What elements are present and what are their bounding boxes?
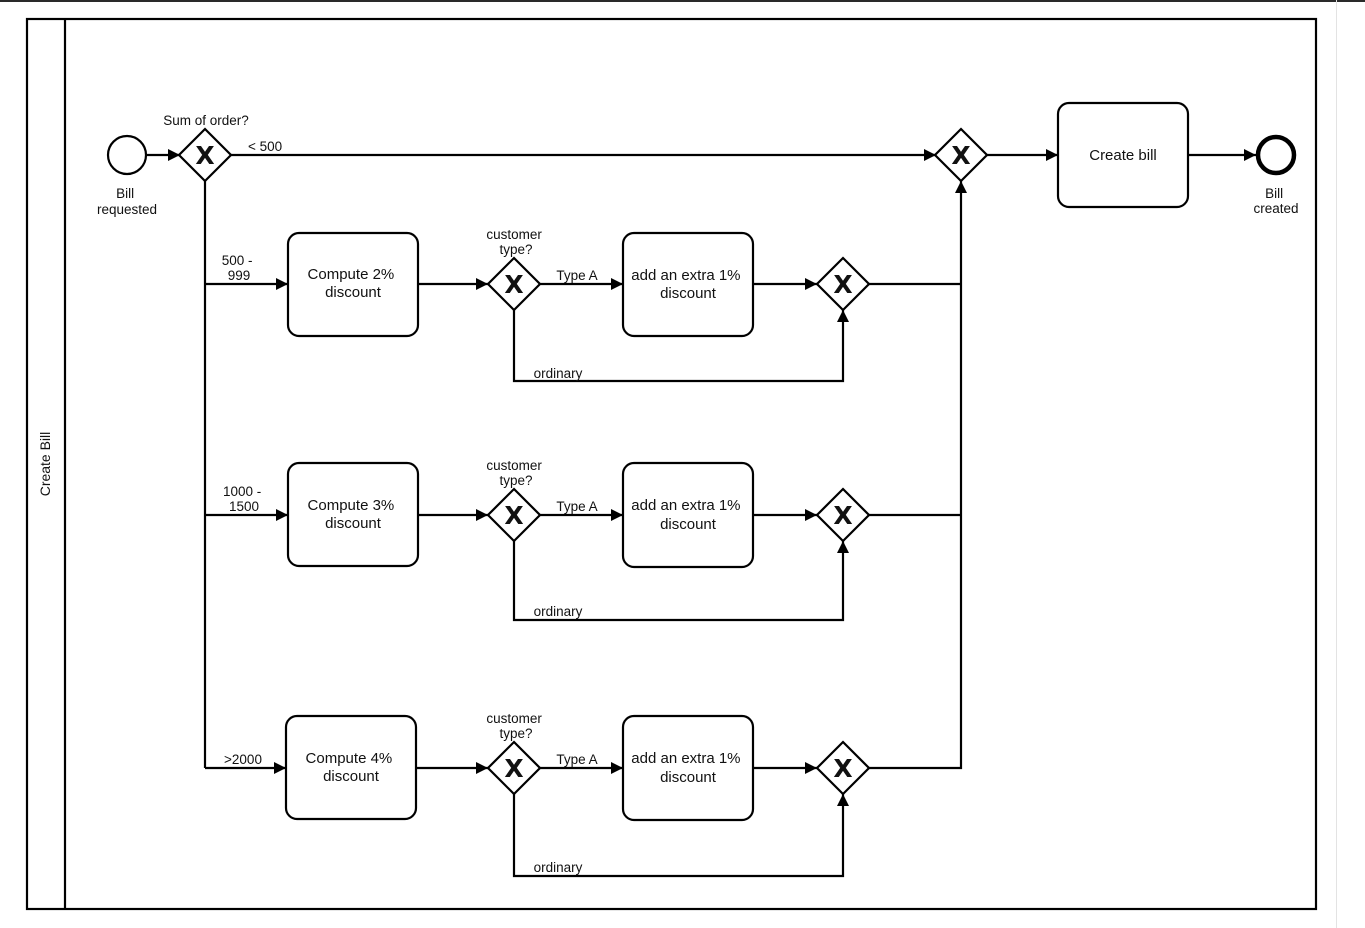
flow-label-ordinary-3: ordinary bbox=[534, 860, 583, 875]
start-event[interactable] bbox=[106, 134, 148, 176]
gateway-x-icon: X bbox=[833, 270, 852, 299]
flow-label-500-999: 500 - 999 bbox=[222, 253, 257, 283]
gateway-x-icon: X bbox=[195, 141, 214, 170]
gateway-customer-type-1-label: customer type? bbox=[486, 227, 545, 257]
flow-label-typeA-2: Type A bbox=[556, 499, 597, 514]
exclusive-gateway-merge-3[interactable]: X bbox=[815, 740, 871, 796]
task-extra-discount-3-label: add an extra 1% discount bbox=[631, 750, 744, 786]
exclusive-gateway-customer-type-2[interactable]: X bbox=[486, 487, 542, 543]
task-extra-discount-2-label: add an extra 1% discount bbox=[631, 497, 744, 533]
exclusive-gateway-sum[interactable]: X bbox=[177, 127, 233, 183]
canvas-right-edge bbox=[1336, 0, 1337, 928]
window-top-border bbox=[0, 0, 1365, 2]
exclusive-gateway-customer-type-1[interactable]: X bbox=[486, 256, 542, 312]
sequence-flows bbox=[147, 149, 1256, 878]
task-compute-4-discount-label: Compute 4% discount bbox=[306, 750, 397, 785]
exclusive-gateway-final-merge[interactable]: X bbox=[933, 127, 989, 183]
flow-label-typeA-1: Type A bbox=[556, 268, 597, 283]
flow-label-gt2000: >2000 bbox=[224, 752, 262, 767]
task-extra-discount-1-label: add an extra 1% discount bbox=[631, 267, 744, 302]
gateway-x-icon: X bbox=[833, 501, 852, 530]
gateway-x-icon: X bbox=[833, 754, 852, 783]
task-compute-2-discount[interactable] bbox=[286, 231, 420, 338]
task-create-bill-label: Create bill bbox=[1089, 147, 1157, 164]
flow-label-lt500: < 500 bbox=[248, 139, 282, 154]
flow-label-1000-1500: 1000 - 1500 bbox=[223, 484, 265, 514]
flow-row2-ordinary[interactable] bbox=[512, 541, 849, 622]
gateway-customer-type-2-label: customer type? bbox=[486, 458, 545, 488]
task-create-bill[interactable] bbox=[1056, 101, 1190, 209]
end-event-label: Bill created bbox=[1253, 186, 1298, 216]
exclusive-gateway-customer-type-3[interactable]: X bbox=[486, 740, 542, 796]
flow-label-ordinary-2: ordinary bbox=[534, 604, 583, 619]
task-extra-discount-3[interactable] bbox=[621, 714, 755, 822]
flow-label-ordinary-1: ordinary bbox=[534, 366, 583, 381]
gateway-x-icon: X bbox=[951, 141, 970, 170]
task-extra-discount-2[interactable] bbox=[621, 461, 755, 569]
gateway-x-icon: X bbox=[504, 501, 523, 530]
task-compute-3-discount-label: Compute 3% discount bbox=[308, 497, 399, 532]
task-compute-3-discount[interactable] bbox=[286, 461, 420, 568]
flow-rows-to-final-merge[interactable] bbox=[869, 181, 967, 770]
gateway-sum-label: Sum of order? bbox=[163, 113, 249, 128]
task-extra-discount-1[interactable] bbox=[621, 231, 755, 338]
gateway-x-icon: X bbox=[504, 754, 523, 783]
gateway-x-icon: X bbox=[504, 270, 523, 299]
gateway-customer-type-3-label: customer type? bbox=[486, 711, 545, 741]
exclusive-gateway-merge-2[interactable]: X bbox=[815, 487, 871, 543]
lane-title: Create Bill bbox=[37, 432, 53, 497]
flow-label-typeA-3: Type A bbox=[556, 752, 597, 767]
task-compute-2-discount-label: Compute 2% discount bbox=[308, 266, 399, 301]
task-compute-4-discount[interactable] bbox=[284, 714, 418, 821]
flow-row1-ordinary[interactable] bbox=[512, 310, 849, 383]
start-event-label: Bill requested bbox=[97, 186, 157, 217]
end-event[interactable] bbox=[1255, 134, 1297, 176]
exclusive-gateway-merge-1[interactable]: X bbox=[815, 256, 871, 312]
flow-row3-ordinary[interactable] bbox=[512, 794, 849, 878]
